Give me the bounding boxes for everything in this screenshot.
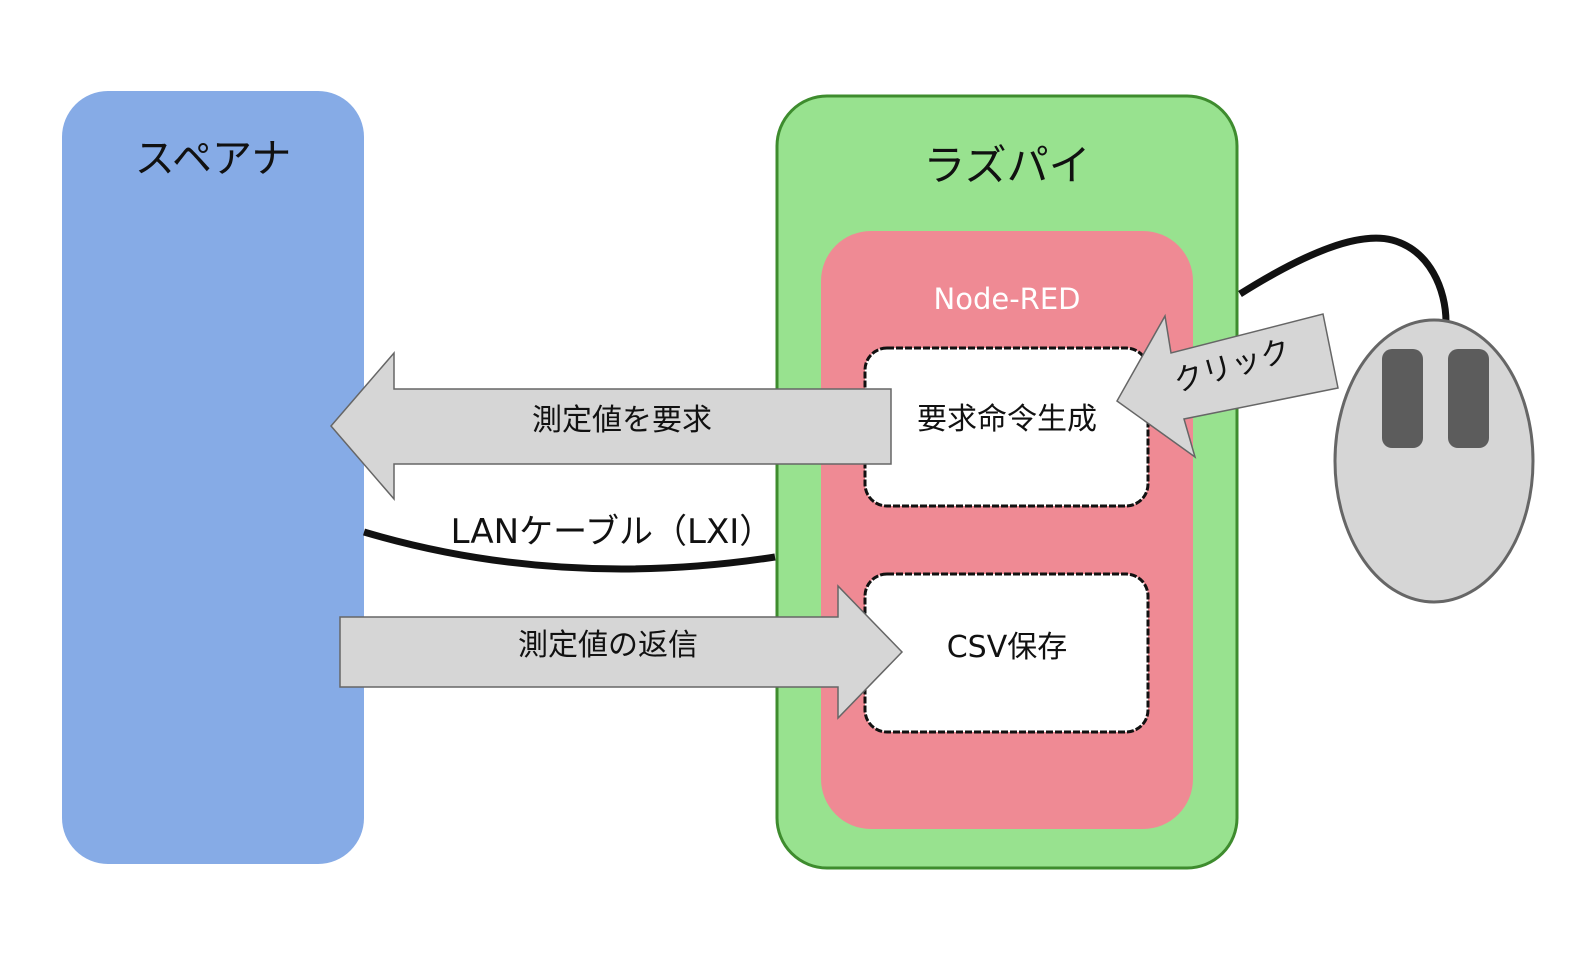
spectrum-analyzer-label: スペアナ [135,136,291,182]
mouse-left-button [1382,349,1423,448]
lan-cable-line [363,528,776,573]
node-red-container: Node-RED [821,231,1193,829]
csv-save-label: CSV保存 [947,630,1068,665]
click-arrow-shape [1116,313,1339,459]
raspberry-pi-label: ラズパイ [923,141,1090,190]
node-red-label: Node-RED [934,282,1081,316]
request-generation-label: 要求命令生成 [917,402,1097,437]
mouse-icon [1333,318,1535,604]
mouse-cable [1238,234,1450,323]
request-arrow-label: 測定値を要求 [532,403,712,438]
request-arrow-shape [330,350,892,502]
response-arrow-shape [339,584,904,720]
lan-cable-label: LANケーブル（LXI） [451,512,774,552]
node-red-box [821,231,1193,829]
csv-save-node: CSV保存 [863,572,1150,734]
response-arrow-label: 測定値の返信 [518,628,698,663]
request-arrow: 測定値を要求 [330,350,892,502]
spectrum-analyzer-node: スペアナ [62,91,364,864]
lan-cable: LANケーブル（LXI） [363,512,776,573]
spectrum-analyzer-box [62,91,364,864]
response-arrow: 測定値の返信 [339,584,904,720]
mouse-body [1333,318,1535,604]
mouse-right-button [1448,349,1489,448]
request-generation-node: 要求命令生成 [863,346,1150,508]
